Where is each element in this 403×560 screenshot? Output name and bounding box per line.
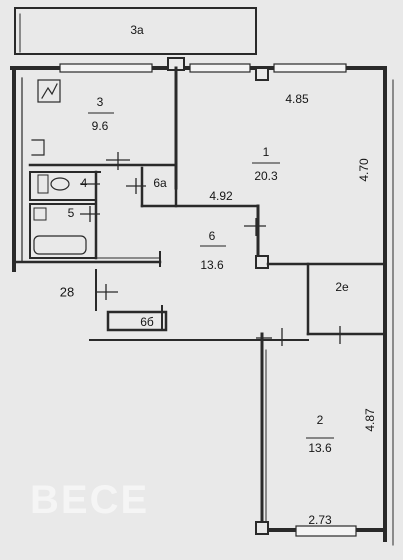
watermark: ВЕСЕ — [30, 478, 150, 522]
dimension-4-92: 4.92 — [209, 189, 233, 203]
room-3-area: 9.6 — [91, 119, 109, 133]
room-2e-number: 2е — [335, 280, 349, 294]
window-room-3 — [59, 63, 153, 73]
door-marks — [80, 152, 341, 346]
room-2-number: 2 — [316, 413, 324, 427]
column-hall — [255, 255, 269, 269]
room-5-number: 5 — [67, 206, 75, 220]
bath-sink-icon — [33, 207, 47, 221]
room-2-area: 13.6 — [308, 441, 332, 455]
room-6b-number: 6б — [140, 315, 154, 329]
room-1-number: 1 — [262, 145, 270, 159]
door-room3 — [31, 139, 45, 156]
dimension-4-85: 4.85 — [285, 92, 309, 106]
radiator-zigzag — [41, 83, 58, 99]
balcony-outline — [14, 7, 257, 55]
room-3-number: 3 — [96, 95, 104, 109]
column-top — [255, 67, 269, 81]
bathtub-icon — [33, 235, 87, 255]
window-room-1 — [189, 63, 251, 73]
toilet-icon — [50, 177, 70, 191]
room-3a-number: 3а — [130, 23, 144, 37]
room-4-number: 4 — [80, 176, 88, 190]
dimension-2-73: 2.73 — [308, 513, 332, 527]
room-6a-number: 6а — [153, 176, 167, 190]
room-1-area: 20.3 — [254, 169, 278, 183]
dimension-4-87: 4.87 — [363, 408, 377, 432]
room-6-area: 13.6 — [200, 258, 224, 272]
sink-icon — [37, 174, 49, 194]
dimension-4-70: 4.70 — [357, 158, 371, 182]
window-room-2 — [295, 525, 357, 537]
plan-walls — [10, 7, 394, 546]
fraction-lines — [88, 112, 334, 439]
column-bottom — [255, 521, 269, 535]
room-6-number: 6 — [208, 229, 216, 243]
radiator-icon — [37, 79, 61, 103]
closet-6b — [106, 310, 168, 332]
dimension-28: 28 — [59, 284, 75, 300]
window-room-1-b — [273, 63, 347, 73]
